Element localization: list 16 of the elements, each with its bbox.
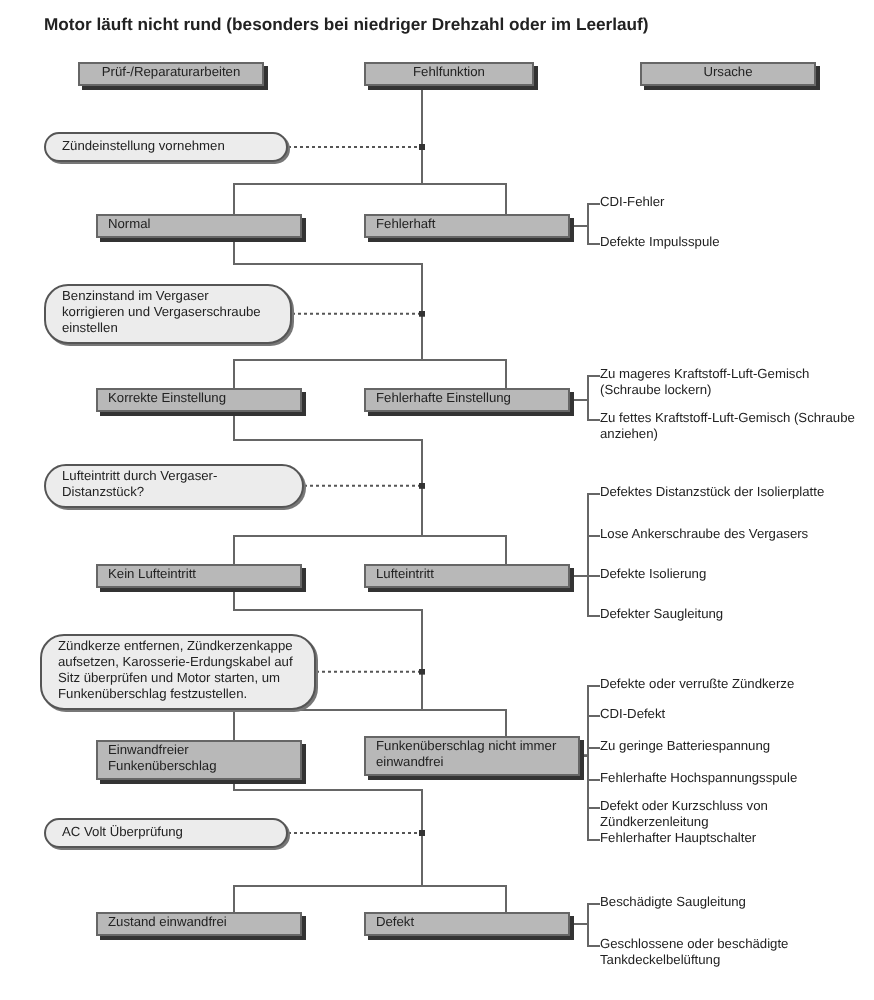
connector-line xyxy=(233,237,507,389)
dotted-connector xyxy=(287,830,425,836)
connector-line xyxy=(569,923,601,947)
connector-line xyxy=(569,575,601,617)
connector-line xyxy=(233,587,507,737)
dotted-connector xyxy=(315,668,425,675)
connector-line xyxy=(233,411,507,565)
connector-line xyxy=(421,85,507,215)
dotted-connector xyxy=(291,310,425,317)
dotted-connector xyxy=(303,482,425,489)
diagram-title: Motor läuft nicht rund (besonders bei niedriger Drehzahl oder im Leerlauf) xyxy=(44,14,649,34)
dotted-connector xyxy=(287,144,425,150)
connector-line xyxy=(233,778,507,913)
connector-line xyxy=(579,754,601,841)
connector-line xyxy=(569,225,601,245)
connector-line xyxy=(569,399,601,421)
